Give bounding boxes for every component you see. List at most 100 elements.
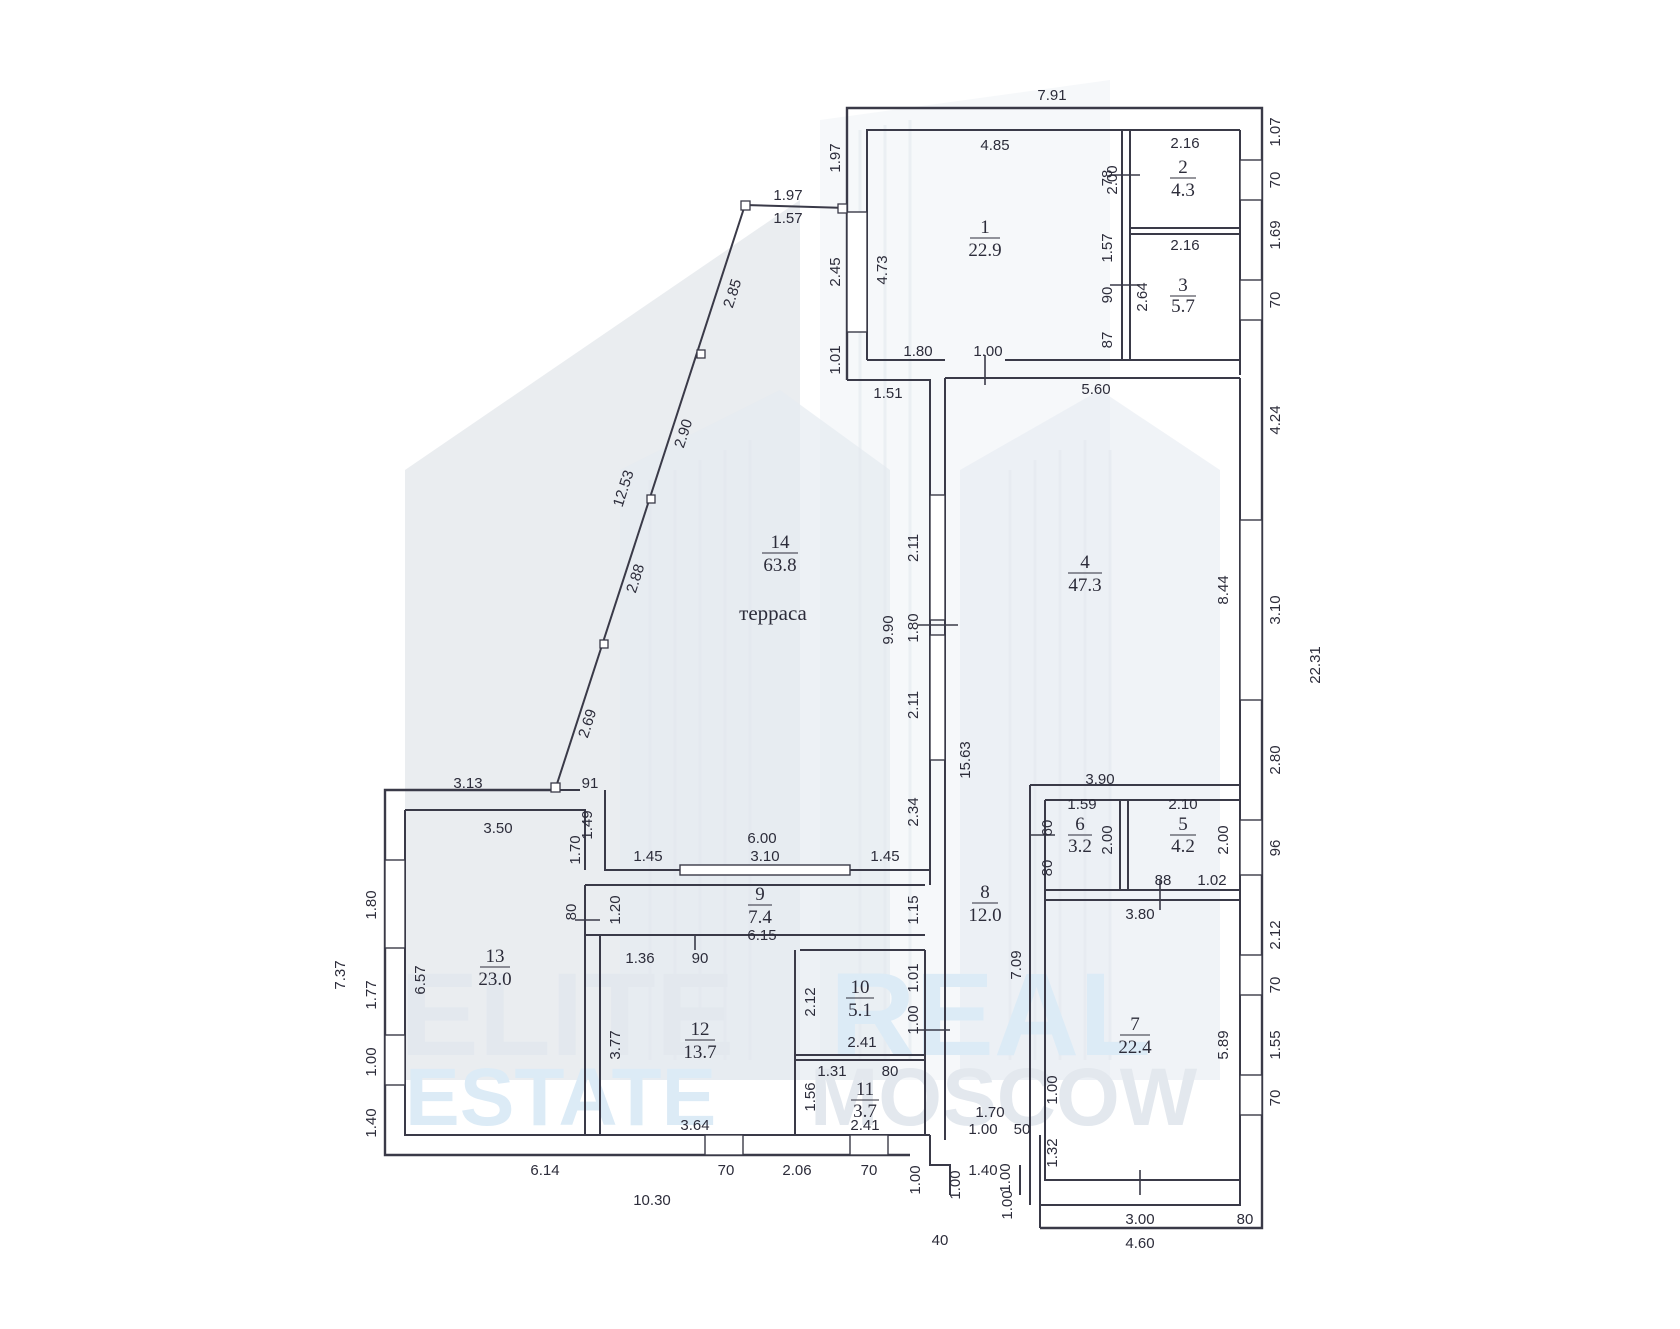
dim-label: 1.07 bbox=[1267, 117, 1284, 146]
room-6-number: 6 bbox=[1075, 814, 1085, 835]
room-12-area: 13.7 bbox=[683, 1042, 716, 1063]
window-corridor bbox=[679, 864, 851, 876]
dimension-labels: 7.91 4.85 2.16 2.16 1.97 1.57 1.80 1.00 … bbox=[332, 87, 1324, 1252]
room-1-number: 1 bbox=[980, 217, 990, 238]
dim-label: 96 bbox=[1267, 840, 1284, 857]
dim-label: 1.40 bbox=[968, 1162, 997, 1179]
dim-label: 60 bbox=[1039, 820, 1056, 837]
dim-label: 1.01 bbox=[905, 963, 922, 992]
dim-label: 1.57 bbox=[1099, 233, 1116, 262]
dim-label: 1.32 bbox=[1044, 1138, 1061, 1167]
dim-label: 1.69 bbox=[1267, 220, 1284, 249]
dim-label: 1.40 bbox=[363, 1108, 380, 1137]
dim-label: 1.00 bbox=[1044, 1075, 1061, 1104]
window-room5 bbox=[1239, 819, 1263, 876]
dim-label: 1.97 bbox=[827, 143, 844, 172]
dim-label: 70 bbox=[1267, 292, 1284, 309]
dim-label: 1.57 bbox=[773, 210, 802, 227]
dim-label: 3.00 bbox=[1125, 1211, 1154, 1228]
room-9: 9 7.4 bbox=[748, 884, 772, 928]
window-room13b bbox=[384, 1034, 406, 1086]
window-room7b bbox=[1239, 1074, 1263, 1116]
room-4: 4 47.3 bbox=[1068, 552, 1102, 596]
dim-label: 1.00 bbox=[968, 1121, 997, 1138]
room-4-area: 47.3 bbox=[1068, 575, 1101, 596]
room-7: 7 22.4 bbox=[1118, 1014, 1152, 1058]
dim-label: 2.12 bbox=[802, 987, 819, 1016]
door-marks bbox=[550, 174, 1161, 1195]
dim-label: 3.10 bbox=[1267, 595, 1284, 624]
watermark-text-estate: ESTATE bbox=[405, 1052, 716, 1143]
dim-label: 2.11 bbox=[905, 534, 922, 562]
dim-label: 1.80 bbox=[905, 613, 922, 642]
room-9-area: 7.4 bbox=[748, 907, 772, 928]
room-3-area: 5.7 bbox=[1171, 296, 1195, 317]
dim-label: 80 bbox=[882, 1063, 899, 1080]
dim-label: 4.60 bbox=[1125, 1235, 1154, 1252]
window-terrace-b bbox=[929, 634, 946, 761]
dim-label: 2.00 bbox=[1104, 165, 1121, 194]
dim-label: 1.59 bbox=[1067, 796, 1096, 813]
dim-label: 78 bbox=[1099, 170, 1116, 187]
room-1: 1 22.9 bbox=[968, 217, 1001, 261]
dim-label: 22.31 bbox=[1307, 646, 1324, 684]
dim-label: 91 bbox=[582, 775, 599, 792]
window-room7a bbox=[1239, 954, 1263, 996]
room-6-area: 3.2 bbox=[1068, 836, 1092, 857]
room-13-number: 13 bbox=[486, 946, 505, 967]
room-2: 2 4.3 bbox=[1170, 157, 1196, 201]
room-1-area: 22.9 bbox=[968, 240, 1001, 261]
dim-label: 1.00 bbox=[973, 343, 1002, 360]
window-room3 bbox=[1239, 279, 1263, 321]
window-room13a bbox=[384, 859, 406, 949]
dim-label: 2.16 bbox=[1170, 135, 1199, 152]
dim-label: 70 bbox=[1267, 977, 1284, 994]
dim-label: 7.91 bbox=[1037, 87, 1066, 104]
dim-label: 2.64 bbox=[1134, 282, 1151, 311]
dim-label: 6.57 bbox=[412, 965, 429, 994]
dim-label: 1.00 bbox=[363, 1047, 380, 1076]
dim-label: 1.49 bbox=[579, 810, 596, 839]
dim-label: 2.41 bbox=[847, 1034, 876, 1051]
room-14-label: терраса bbox=[739, 601, 807, 625]
dim-label: 1.00 bbox=[905, 1005, 922, 1034]
dim-label: 2.41 bbox=[850, 1117, 879, 1134]
dim-label: 10.30 bbox=[633, 1192, 671, 1209]
dim-label: 3.90 bbox=[1085, 771, 1114, 788]
dim-label: 1.31 bbox=[817, 1063, 846, 1080]
room-5-area: 4.2 bbox=[1171, 836, 1195, 857]
dim-label: 1.51 bbox=[873, 385, 902, 402]
room-5-number: 5 bbox=[1178, 814, 1188, 835]
dim-label: 88 bbox=[1155, 872, 1172, 889]
dim-label: 1.00 bbox=[947, 1170, 964, 1199]
dim-label: 1.80 bbox=[903, 343, 932, 360]
room-3: 3 5.7 bbox=[1170, 275, 1196, 317]
window-room11 bbox=[849, 1134, 889, 1156]
room-9-number: 9 bbox=[755, 884, 765, 905]
dim-label: 9.90 bbox=[880, 615, 897, 644]
dim-label: 5.60 bbox=[1081, 381, 1110, 398]
dim-label: 7.09 bbox=[1008, 950, 1025, 979]
dim-label: 4.85 bbox=[980, 137, 1009, 154]
dim-label: 90 bbox=[692, 950, 709, 967]
dim-label: 15.63 bbox=[957, 741, 974, 779]
dim-label: 2.45 bbox=[827, 257, 844, 286]
dim-label: 5.89 bbox=[1215, 1030, 1232, 1059]
window-room12 bbox=[704, 1134, 744, 1156]
dim-label: 2.06 bbox=[782, 1162, 811, 1179]
dim-label: 1.20 bbox=[607, 895, 624, 924]
dim-label: 3.13 bbox=[453, 775, 482, 792]
dim-label: 1.02 bbox=[1197, 872, 1226, 889]
dim-label: 2.10 bbox=[1168, 796, 1197, 813]
dim-label: 6.00 bbox=[747, 830, 776, 847]
dim-label: 3.10 bbox=[750, 848, 779, 865]
dim-label: 2.80 bbox=[1267, 745, 1284, 774]
room-7-number: 7 bbox=[1130, 1014, 1140, 1035]
room-10-number: 10 bbox=[851, 977, 870, 998]
dim-label: 1.00 bbox=[907, 1165, 924, 1194]
watermark-text-moscow: MOSCOW bbox=[810, 1052, 1198, 1143]
room-8-area: 12.0 bbox=[968, 905, 1001, 926]
dim-label: 6.14 bbox=[530, 1162, 559, 1179]
room-labels: 1 22.9 2 4.3 3 5.7 4 47.3 5 4.2 6 3.2 bbox=[478, 157, 1196, 1122]
